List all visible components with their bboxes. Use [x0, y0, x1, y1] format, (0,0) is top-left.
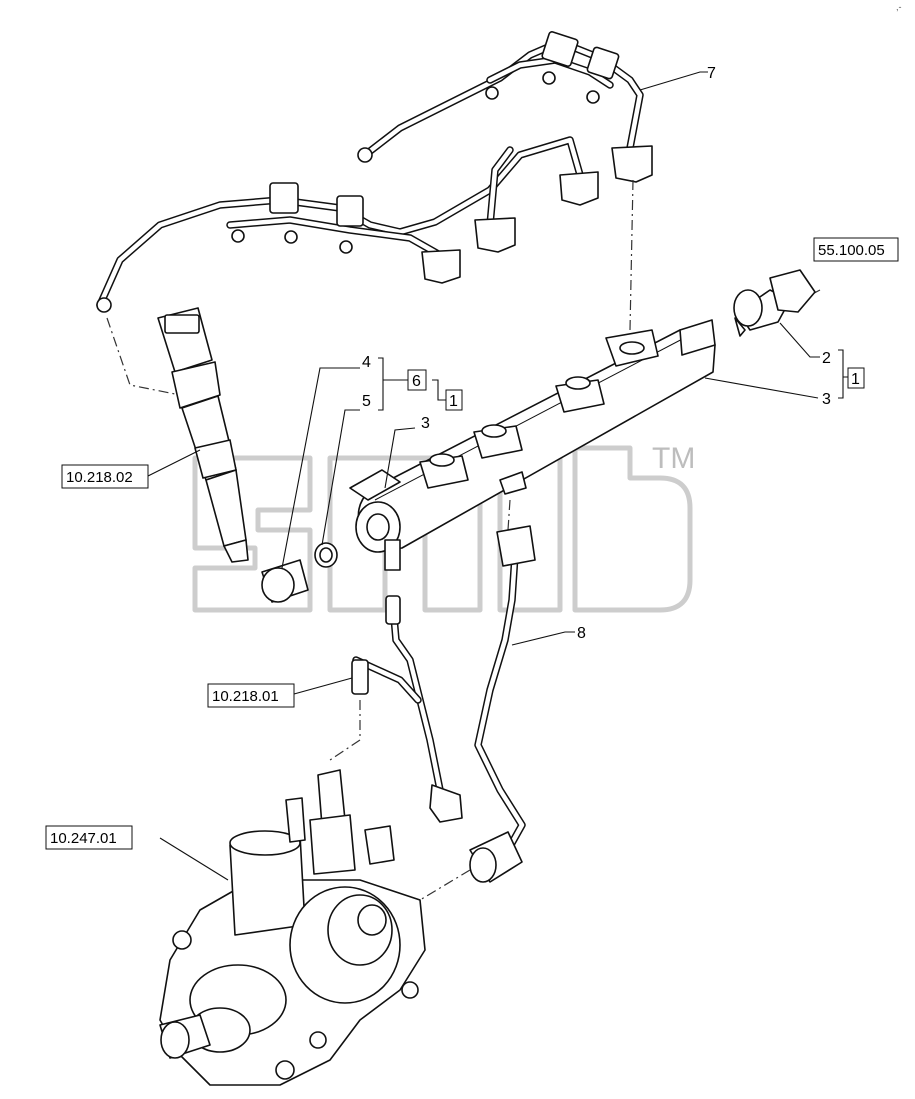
leader-3-fitting	[384, 427, 416, 489]
injector-line-harness	[96, 31, 653, 313]
fuel-injector	[157, 307, 249, 563]
callout-3b: 3	[822, 391, 831, 408]
box-1b	[847, 367, 865, 389]
plug	[261, 559, 309, 603]
ref-10-218-01: 10.218.01	[212, 688, 279, 705]
leader-8	[511, 631, 575, 646]
ref-10-218-02: 10.218.02	[66, 469, 133, 486]
high-pressure-pipe	[469, 525, 536, 883]
ref-box-10-247-01	[45, 825, 133, 850]
callout-5: 5	[362, 393, 371, 410]
pressure-sensor	[733, 269, 816, 337]
bracket-2-3	[838, 349, 848, 399]
ref-55-100-05: 55.100.05	[818, 242, 885, 259]
ref-10-247-01: 10.247.01	[50, 830, 117, 847]
leader-3-rail	[704, 377, 819, 399]
callout-2: 2	[822, 350, 831, 367]
centerline-pump-inlet	[329, 700, 361, 761]
rail-port-4	[605, 329, 659, 367]
rail-port-1	[419, 453, 469, 489]
centerline-injector-1	[106, 317, 181, 396]
callout-6: 6	[412, 373, 421, 390]
box-6	[407, 369, 427, 391]
centerline-pipe-8	[507, 499, 511, 531]
bracket-4-5	[378, 357, 408, 411]
leader-10-247-01	[159, 837, 229, 881]
common-rail	[349, 319, 716, 553]
trademark-label: TM	[652, 442, 695, 475]
rail-port-3	[555, 376, 605, 413]
callout-4: 4	[362, 354, 371, 371]
rail-port-2	[473, 424, 523, 459]
leader-5	[321, 409, 360, 546]
ref-box-10-218-02	[61, 464, 149, 489]
box-1a	[445, 389, 463, 411]
leader-10-218-02	[147, 449, 201, 477]
centerline-pump-outlet	[419, 869, 471, 901]
return-line	[351, 539, 463, 823]
bracket-6-1	[432, 379, 446, 401]
leader-7	[639, 71, 708, 91]
leader-4	[281, 367, 360, 569]
ref-box-10-218-01	[207, 683, 295, 708]
leader-10-218-01	[293, 677, 353, 695]
callout-1a: 1	[449, 393, 458, 410]
callout-1b: 1	[851, 371, 860, 388]
seal-washer	[314, 542, 338, 568]
centerline-injector-4	[629, 179, 634, 331]
callout-3a: 3	[421, 415, 430, 432]
callout-7: 7	[707, 65, 716, 82]
svg-text:,-: ,-	[896, 2, 902, 12]
ref-box-55-100-05	[813, 237, 899, 262]
leader-2	[779, 322, 820, 358]
callout-8: 8	[577, 625, 586, 642]
fuel-pump	[159, 769, 426, 1086]
